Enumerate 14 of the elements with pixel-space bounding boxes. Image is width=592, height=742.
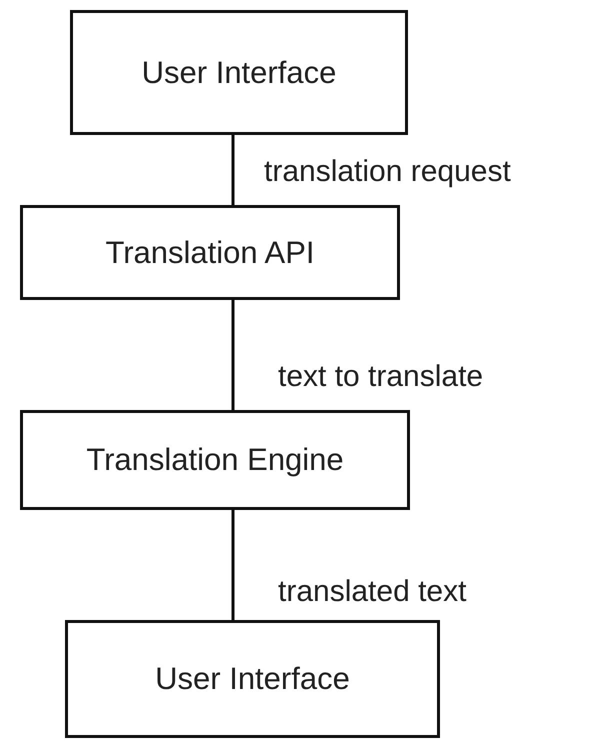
connector-line [232,300,234,410]
box-label: Translation Engine [86,442,344,478]
process-box [20,410,410,510]
edge-label: translated text [278,575,466,609]
edge-label: text to translate [278,360,484,394]
box-label: User Interface [142,54,336,90]
process-box [20,205,400,300]
process-box [65,620,440,738]
box-label: User Interface [155,661,350,697]
connector-line [232,510,234,620]
edge-label: translation request [264,155,511,189]
process-box [70,10,408,135]
connector-line [232,135,234,205]
box-label: Translation API [105,234,315,270]
